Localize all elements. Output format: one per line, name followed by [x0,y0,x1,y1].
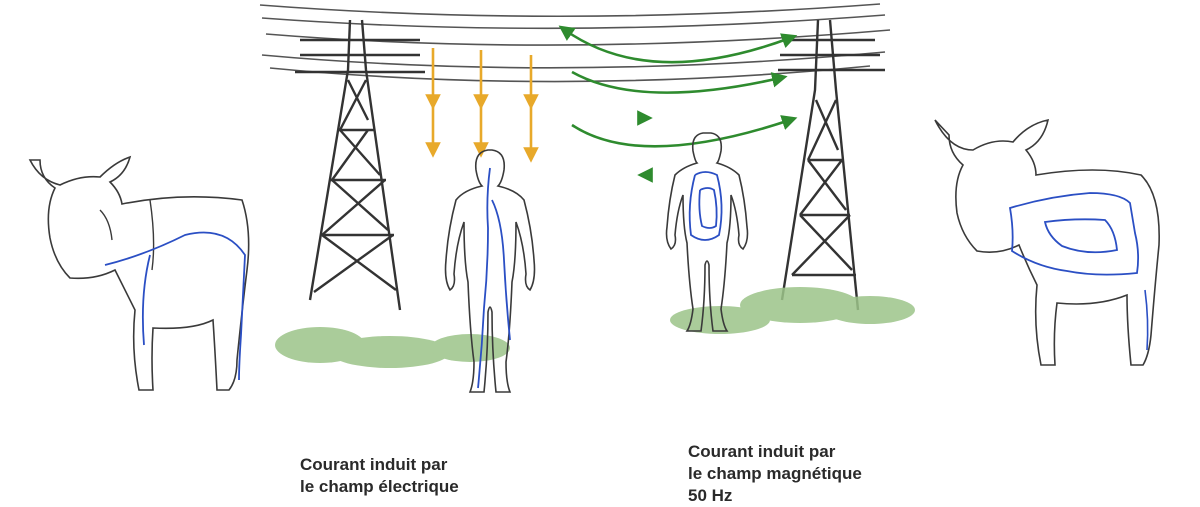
person-electric-field [444,149,536,393]
caption-magnetic-line1: Courant induit par [688,442,836,461]
pylon-left [295,19,425,311]
cow-right [934,118,1160,366]
person-magnetic-field [665,132,749,332]
electric-field-arrows [425,48,539,163]
magnetic-field-arrows [558,25,798,183]
caption-electric-line1: Courant induit par [300,455,448,474]
caption-magnetic-line2: le champ magnétique [688,464,862,483]
caption-electric-line2: le champ électrique [300,477,459,496]
cow-left [28,155,250,391]
caption-magnetic-line3: 50 Hz [688,486,733,505]
caption-electric-field: Courant induit par le champ électrique [300,454,459,498]
pylon-right [778,19,885,311]
caption-magnetic-field: Courant induit par le champ magnétique 5… [688,441,862,507]
vegetation [275,287,915,368]
